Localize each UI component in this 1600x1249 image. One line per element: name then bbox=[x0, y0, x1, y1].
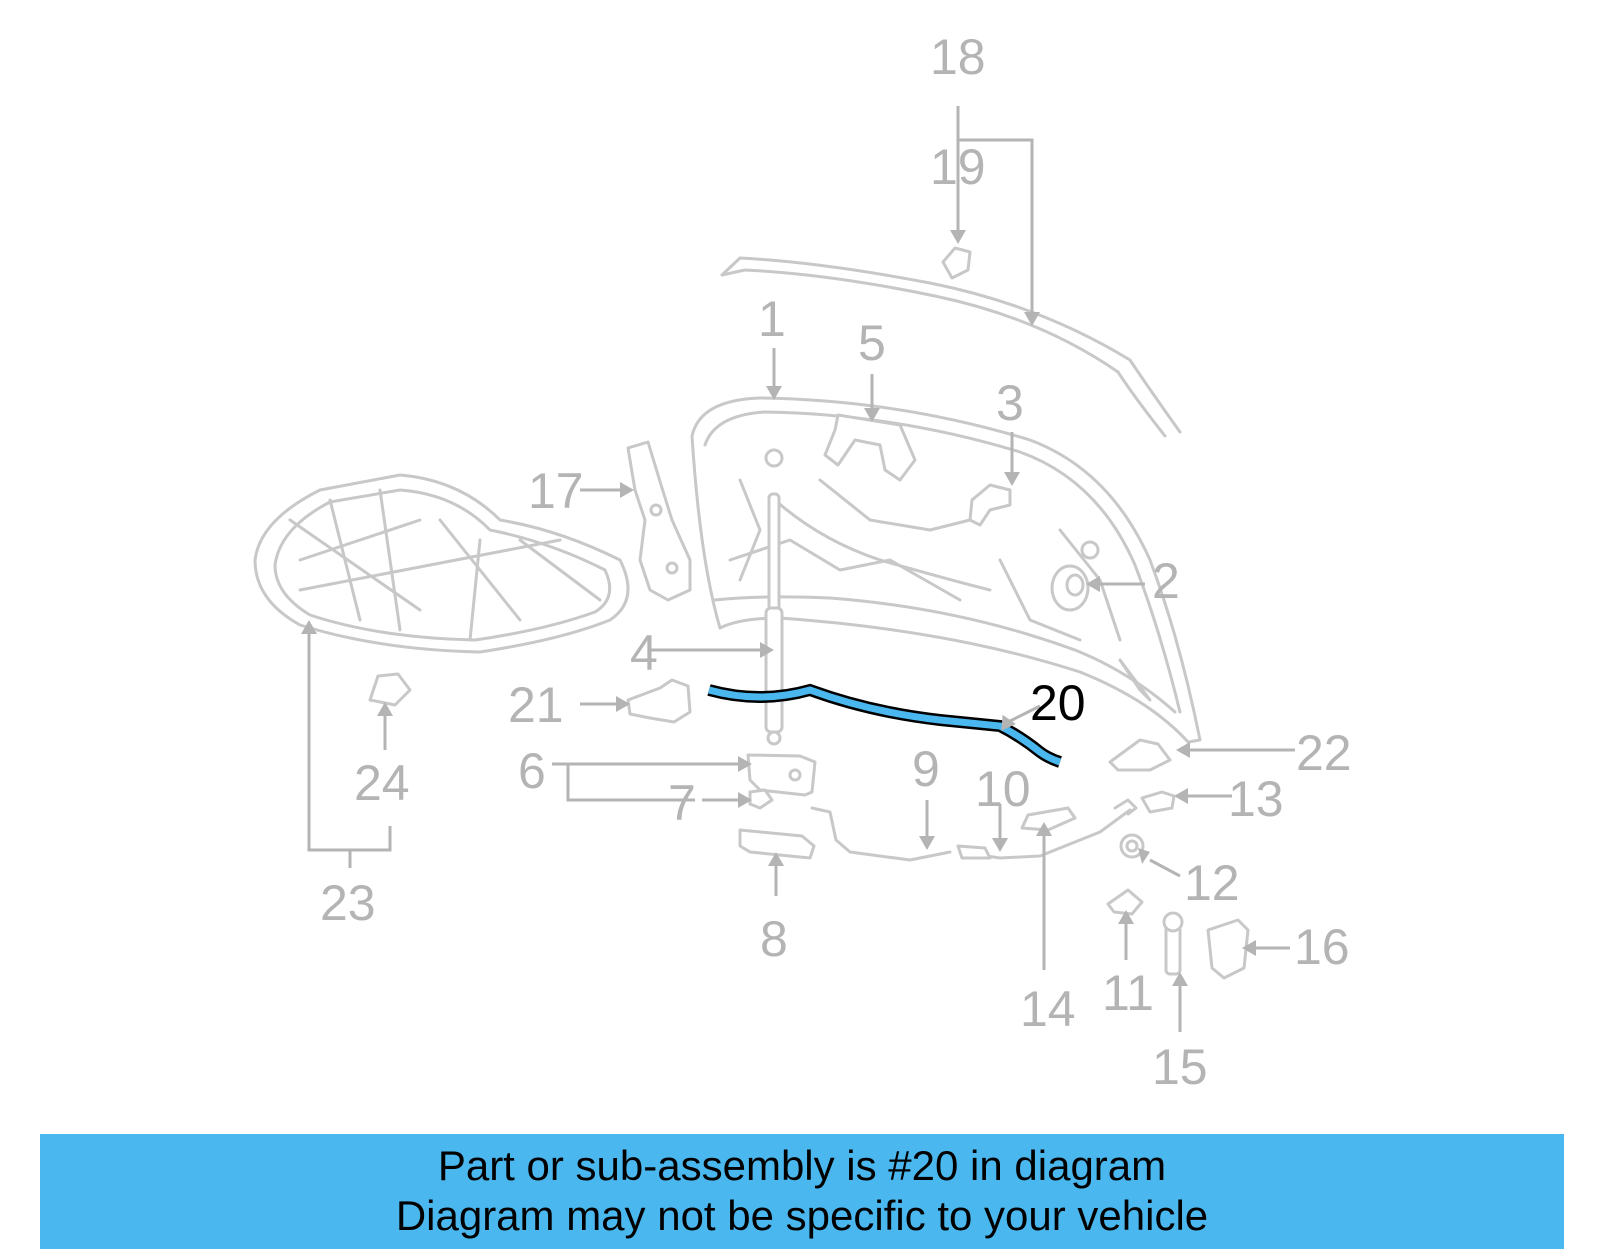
part-bracket-5 bbox=[823, 413, 917, 482]
callout-14: 14 bbox=[1020, 981, 1076, 1037]
callout-6: 6 bbox=[518, 743, 546, 799]
part-clip-24 bbox=[368, 672, 412, 707]
part-bracket-22 bbox=[1108, 738, 1172, 772]
leader-lines bbox=[307, 106, 1295, 1032]
part-clip-13 bbox=[1140, 790, 1176, 814]
callout-1: 1 bbox=[758, 291, 786, 347]
callout-19: 19 bbox=[930, 139, 986, 195]
part-hook bbox=[1113, 798, 1138, 816]
caption-banner: Part or sub-assembly is #20 in diagram D… bbox=[40, 1134, 1564, 1249]
part-pin-7 bbox=[748, 788, 774, 810]
part-clip-11 bbox=[1106, 888, 1144, 916]
callout-22: 22 bbox=[1296, 725, 1352, 781]
callout-21: 21 bbox=[508, 677, 564, 733]
part-bumper-2 bbox=[1050, 564, 1090, 612]
part-cap-16 bbox=[1206, 918, 1250, 980]
callout-18: 18 bbox=[930, 29, 986, 85]
callout-13: 13 bbox=[1228, 771, 1284, 827]
part-weatherstrip-18 bbox=[720, 256, 1182, 438]
callout-2: 2 bbox=[1152, 553, 1180, 609]
part-clip-10 bbox=[956, 844, 992, 860]
callout-16: 16 bbox=[1294, 919, 1350, 975]
callout-3: 3 bbox=[996, 375, 1024, 431]
part-bracket-21 bbox=[626, 678, 692, 724]
callout-24: 24 bbox=[354, 755, 410, 811]
part-bracket-14 bbox=[1020, 806, 1077, 832]
callout-4: 4 bbox=[630, 625, 658, 681]
leader-arrowheads bbox=[301, 230, 1256, 986]
caption-disclaimer-line: Diagram may not be specific to your vehi… bbox=[395, 1192, 1209, 1239]
callout-23: 23 bbox=[320, 875, 376, 931]
part-latch-6 bbox=[746, 753, 817, 797]
part-clip-19 bbox=[941, 246, 972, 280]
callout-5: 5 bbox=[858, 315, 886, 371]
callout-15: 15 bbox=[1152, 1039, 1208, 1095]
part-stop-3 bbox=[968, 483, 1012, 527]
callout-11: 11 bbox=[1102, 965, 1154, 1021]
caption-part-line: Part or sub-assembly is #20 in diagram bbox=[437, 1142, 1167, 1189]
callout-17: 17 bbox=[528, 463, 584, 519]
callout-7: 7 bbox=[668, 775, 696, 831]
part-rod-15 bbox=[1162, 911, 1184, 976]
callout-8: 8 bbox=[760, 911, 788, 967]
callout-12: 12 bbox=[1184, 855, 1240, 911]
part-insulator-23 bbox=[253, 473, 630, 654]
callout-20: 20 bbox=[1030, 675, 1086, 731]
callout-labels: 18 19 1 5 3 2 17 4 21 20 22 6 7 9 10 13 … bbox=[320, 29, 1352, 1095]
part-hinge-17 bbox=[626, 440, 692, 602]
callout-10: 10 bbox=[975, 761, 1031, 817]
callout-9: 9 bbox=[912, 741, 940, 797]
part-grommet-12 bbox=[1119, 833, 1145, 859]
part-support-8 bbox=[738, 828, 816, 860]
part-seal-20 bbox=[707, 683, 1062, 768]
